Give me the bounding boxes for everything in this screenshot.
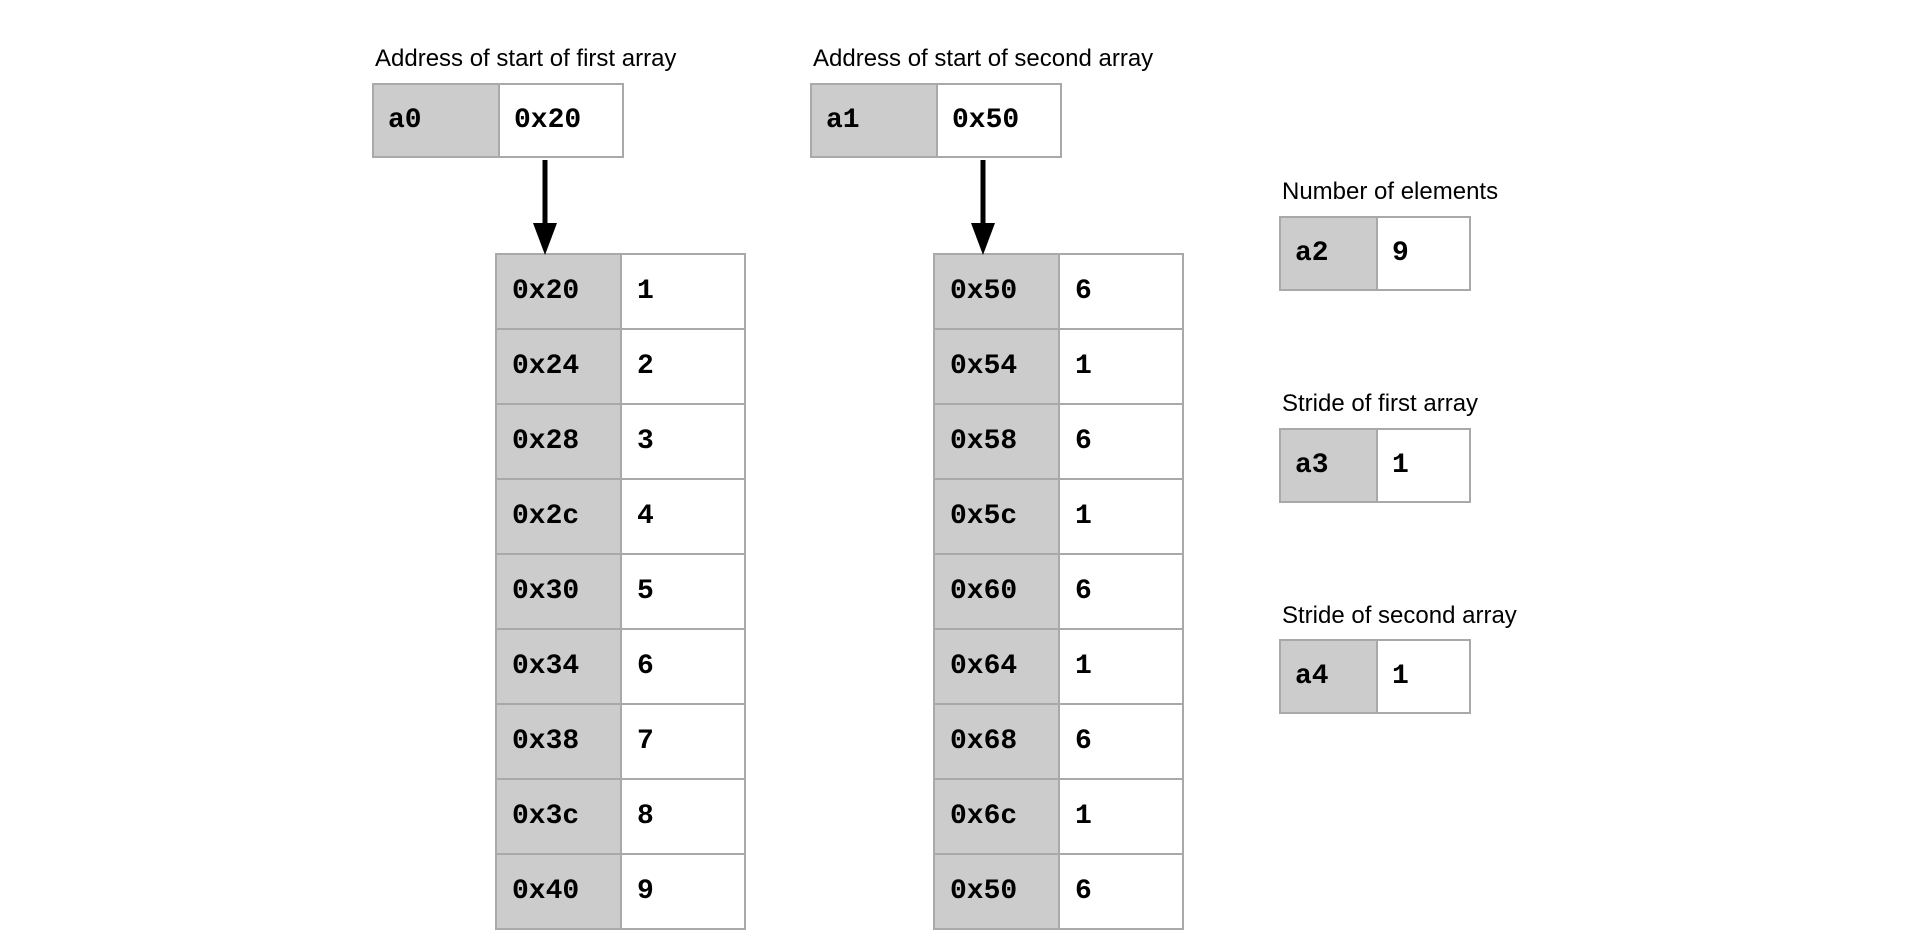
memory-value: 3 bbox=[622, 405, 744, 478]
memory-address: 0x64 bbox=[935, 630, 1060, 703]
arrow-a0-to-first-array bbox=[533, 160, 557, 255]
memory-address: 0x50 bbox=[935, 855, 1060, 928]
memory-row: 0x28 3 bbox=[497, 405, 744, 480]
register-a3-value: 1 bbox=[1392, 450, 1409, 481]
memory-row: 0x5c 1 bbox=[935, 480, 1182, 555]
register-a2-name: a2 bbox=[1281, 218, 1378, 289]
memory-address: 0x54 bbox=[935, 330, 1060, 403]
memory-address: 0x60 bbox=[935, 555, 1060, 628]
memory-address: 0x2c bbox=[497, 480, 622, 553]
register-a3-name: a3 bbox=[1281, 430, 1378, 501]
memory-address: 0x58 bbox=[935, 405, 1060, 478]
register-a0: a0 0x20 bbox=[372, 83, 624, 158]
memory-address: 0x24 bbox=[497, 330, 622, 403]
memory-address: 0x40 bbox=[497, 855, 622, 928]
memory-address: 0x30 bbox=[497, 555, 622, 628]
memory-address: 0x68 bbox=[935, 705, 1060, 778]
memory-address: 0x34 bbox=[497, 630, 622, 703]
memory-address: 0x20 bbox=[497, 255, 622, 328]
register-a4-caption: Stride of second array bbox=[1282, 602, 1517, 629]
register-a4: a4 1 bbox=[1279, 639, 1471, 714]
memory-address: 0x38 bbox=[497, 705, 622, 778]
memory-value: 9 bbox=[622, 855, 744, 928]
memory-value: 5 bbox=[622, 555, 744, 628]
first-array-memory: 0x20 1 0x24 2 0x28 3 0x2c 4 0x30 5 0x34 … bbox=[495, 253, 746, 930]
memory-value: 6 bbox=[1060, 555, 1182, 628]
memory-row: 0x38 7 bbox=[497, 705, 744, 780]
memory-row: 0x6c 1 bbox=[935, 780, 1182, 855]
memory-value: 1 bbox=[1060, 330, 1182, 403]
memory-row: 0x60 6 bbox=[935, 555, 1182, 630]
memory-row: 0x58 6 bbox=[935, 405, 1182, 480]
memory-row: 0x50 6 bbox=[935, 255, 1182, 330]
register-a1-caption: Address of start of second array bbox=[813, 45, 1154, 72]
memory-row: 0x40 9 bbox=[497, 855, 744, 930]
register-a3: a3 1 bbox=[1279, 428, 1471, 503]
memory-value: 6 bbox=[1060, 855, 1182, 928]
memory-address: 0x50 bbox=[935, 255, 1060, 328]
memory-address: 0x28 bbox=[497, 405, 622, 478]
memory-address: 0x6c bbox=[935, 780, 1060, 853]
arrow-a1-to-second-array bbox=[971, 160, 995, 255]
memory-value: 6 bbox=[1060, 405, 1182, 478]
register-a2-caption: Number of elements bbox=[1282, 178, 1499, 205]
register-a0-value: 0x20 bbox=[514, 105, 582, 136]
register-a4-name: a4 bbox=[1281, 641, 1378, 712]
memory-row: 0x24 2 bbox=[497, 330, 744, 405]
memory-value: 2 bbox=[622, 330, 744, 403]
memory-row: 0x34 6 bbox=[497, 630, 744, 705]
register-a2: a2 9 bbox=[1279, 216, 1471, 291]
memory-value: 1 bbox=[1060, 780, 1182, 853]
second-array-memory: 0x50 6 0x54 1 0x58 6 0x5c 1 0x60 6 0x64 … bbox=[933, 253, 1184, 930]
register-a0-name: a0 bbox=[374, 85, 500, 156]
register-a3-caption: Stride of first array bbox=[1282, 390, 1479, 417]
memory-row: 0x30 5 bbox=[497, 555, 744, 630]
memory-value: 1 bbox=[622, 255, 744, 328]
memory-value: 1 bbox=[1060, 480, 1182, 553]
register-a1: a1 0x50 bbox=[810, 83, 1062, 158]
memory-row: 0x2c 4 bbox=[497, 480, 744, 555]
register-a4-value: 1 bbox=[1392, 661, 1409, 692]
register-a0-caption: Address of start of first array bbox=[375, 45, 677, 72]
memory-row: 0x68 6 bbox=[935, 705, 1182, 780]
register-a1-name: a1 bbox=[812, 85, 938, 156]
memory-row: 0x3c 8 bbox=[497, 780, 744, 855]
memory-row: 0x54 1 bbox=[935, 330, 1182, 405]
memory-value: 7 bbox=[622, 705, 744, 778]
memory-row: 0x64 1 bbox=[935, 630, 1182, 705]
memory-address: 0x5c bbox=[935, 480, 1060, 553]
memory-value: 6 bbox=[1060, 255, 1182, 328]
memory-value: 1 bbox=[1060, 630, 1182, 703]
memory-address: 0x3c bbox=[497, 780, 622, 853]
memory-value: 6 bbox=[622, 630, 744, 703]
memory-row: 0x20 1 bbox=[497, 255, 744, 330]
memory-value: 6 bbox=[1060, 705, 1182, 778]
memory-value: 4 bbox=[622, 480, 744, 553]
register-a2-value: 9 bbox=[1392, 238, 1409, 269]
register-a1-value: 0x50 bbox=[952, 105, 1020, 136]
memory-row: 0x50 6 bbox=[935, 855, 1182, 930]
memory-value: 8 bbox=[622, 780, 744, 853]
